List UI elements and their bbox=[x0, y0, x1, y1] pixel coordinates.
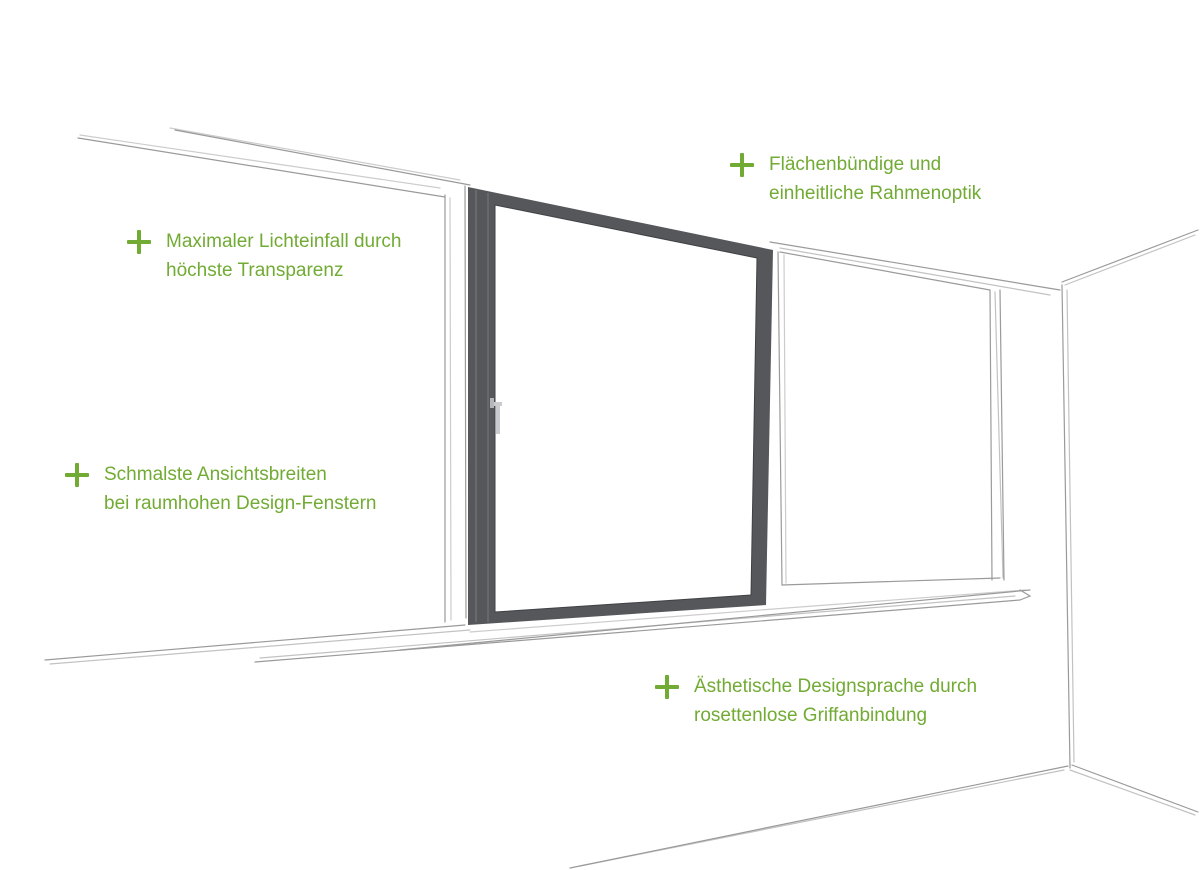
feature-label: Maximaler Lichteinfall durch höchste Tra… bbox=[166, 227, 402, 285]
feature-rosette-free-handle: Ästhetische Designsprache durch rosetten… bbox=[655, 672, 977, 730]
plus-icon bbox=[730, 153, 754, 177]
handle-grip bbox=[496, 404, 500, 434]
plus-icon bbox=[65, 463, 89, 487]
feature-label-line: Schmalste Ansichtsbreiten bbox=[104, 464, 327, 485]
feature-label: Flächenbündige und einheitliche Rahmenop… bbox=[769, 150, 981, 208]
feature-label-line: Ästhetische Designsprache durch bbox=[694, 676, 978, 697]
handle-base bbox=[490, 398, 494, 408]
feature-label-line: Maximaler Lichteinfall durch bbox=[166, 231, 402, 252]
feature-label-line: Flächenbündige und bbox=[769, 154, 942, 175]
feature-max-light: Maximaler Lichteinfall durch höchste Tra… bbox=[127, 227, 402, 285]
plus-icon bbox=[655, 675, 679, 699]
feature-label-line: einheitliche Rahmenoptik bbox=[769, 183, 982, 204]
feature-narrow-profiles: Schmalste Ansichtsbreiten bei raumhohen … bbox=[65, 460, 377, 518]
feature-flush-frame: Flächenbündige und einheitliche Rahmenop… bbox=[730, 150, 981, 208]
plus-icon bbox=[127, 230, 151, 254]
feature-label-line: höchste Transparenz bbox=[166, 260, 344, 281]
window-frame bbox=[468, 187, 773, 625]
feature-label: Ästhetische Designsprache durch rosetten… bbox=[694, 672, 977, 730]
feature-label-line: rosettenlose Griffanbindung bbox=[694, 705, 928, 726]
feature-label: Schmalste Ansichtsbreiten bei raumhohen … bbox=[104, 460, 377, 518]
sketch-lines bbox=[44, 127, 1199, 869]
feature-label-line: bei raumhohen Design-Fenstern bbox=[104, 493, 377, 514]
